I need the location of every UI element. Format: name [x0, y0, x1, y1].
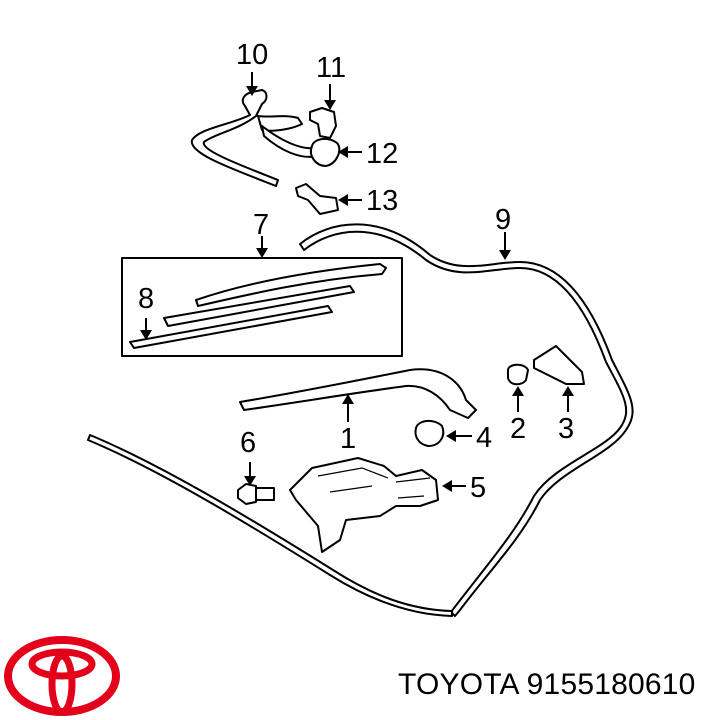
- brand-name: TOYOTA: [398, 668, 519, 701]
- hose-joint-part: [190, 89, 279, 187]
- nozzle-cap-part: [310, 138, 341, 167]
- wiper-motor-part: [289, 457, 439, 553]
- callout-13: 13: [366, 185, 398, 217]
- callout-11: 11: [316, 52, 346, 84]
- blade-frame-part: [163, 285, 355, 327]
- blade-insert-part: [129, 305, 333, 349]
- cap-part: [507, 363, 529, 386]
- callout-9: 9: [495, 204, 511, 236]
- callout-3: 3: [558, 413, 574, 445]
- cover-part: [533, 345, 585, 385]
- callout-10: 10: [236, 39, 268, 71]
- connector-part: [309, 107, 337, 139]
- leader-arrows: [140, 72, 574, 492]
- callout-4: 4: [476, 422, 492, 454]
- wiper-blade-part: [195, 263, 387, 307]
- bolt-shaft-part: [255, 487, 275, 501]
- callout-7: 7: [253, 209, 269, 241]
- pivot-part: [414, 420, 445, 447]
- washer-hose: [299, 223, 634, 617]
- part-number: 9155180610: [526, 668, 696, 701]
- body-edge-line: [87, 434, 453, 617]
- bolt-part: [237, 483, 257, 505]
- wiper-arm-part: [239, 368, 477, 419]
- callout-1: 1: [340, 423, 356, 455]
- brand-part-label: TOYOTA 9155180610: [398, 668, 696, 702]
- callout-5: 5: [470, 472, 486, 504]
- toyota-logo-icon: [4, 636, 120, 716]
- callout-8: 8: [138, 283, 154, 315]
- callout-2: 2: [510, 413, 526, 445]
- washer-nozzle-part: [295, 183, 339, 215]
- callout-12: 12: [366, 138, 398, 170]
- callout-6: 6: [240, 427, 256, 459]
- motor-housing-detail: [317, 467, 431, 499]
